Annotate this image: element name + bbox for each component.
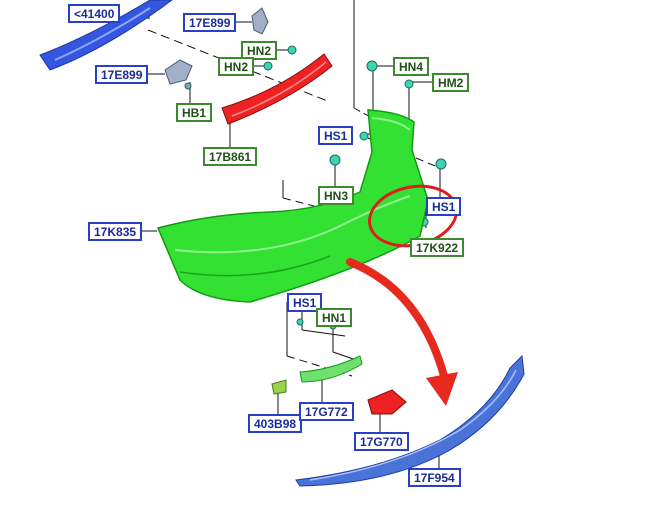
label-HN2-upper[interactable]: HN2 [241,41,278,60]
label-HN1[interactable]: HN1 [316,308,353,327]
label-HB1[interactable]: HB1 [176,103,213,122]
label-HN2-lower[interactable]: HN2 [218,57,255,76]
label-HS1-lower[interactable]: HS1 [287,293,323,312]
bracket-17E899-lower [164,59,193,85]
bracket-17G772 [299,355,363,383]
bumper-reinforcement [39,0,173,71]
fasteners [184,45,447,330]
label-17G772[interactable]: 17G772 [299,402,354,421]
label-HM2[interactable]: HM2 [432,73,470,92]
label-HN3[interactable]: HN3 [318,186,355,205]
label-17K922[interactable]: 17K922 [410,238,465,257]
label-17K835[interactable]: 17K835 [88,222,143,241]
label-17B861[interactable]: 17B861 [203,147,258,166]
callout-arrow [346,258,458,406]
label-17G770[interactable]: 17G770 [354,432,409,451]
label-403B98[interactable]: 403B98 [248,414,303,433]
clip-403B98 [271,379,287,395]
label-41400[interactable]: <41400 [68,4,121,23]
bumper-cover-17K835 [156,109,429,303]
bracket-17G770 [367,389,407,415]
label-HN4[interactable]: HN4 [393,57,430,76]
valance-17F954 [295,354,525,487]
bracket-17E899-upper [251,7,269,35]
label-17E899-upper[interactable]: 17E899 [183,13,237,32]
bracket-17B861 [221,53,333,125]
label-17E899-lower[interactable]: 17E899 [95,65,149,84]
label-17F954[interactable]: 17F954 [408,468,461,487]
label-HS1-circled[interactable]: HS1 [426,197,462,216]
label-HS1-upper[interactable]: HS1 [318,126,354,145]
